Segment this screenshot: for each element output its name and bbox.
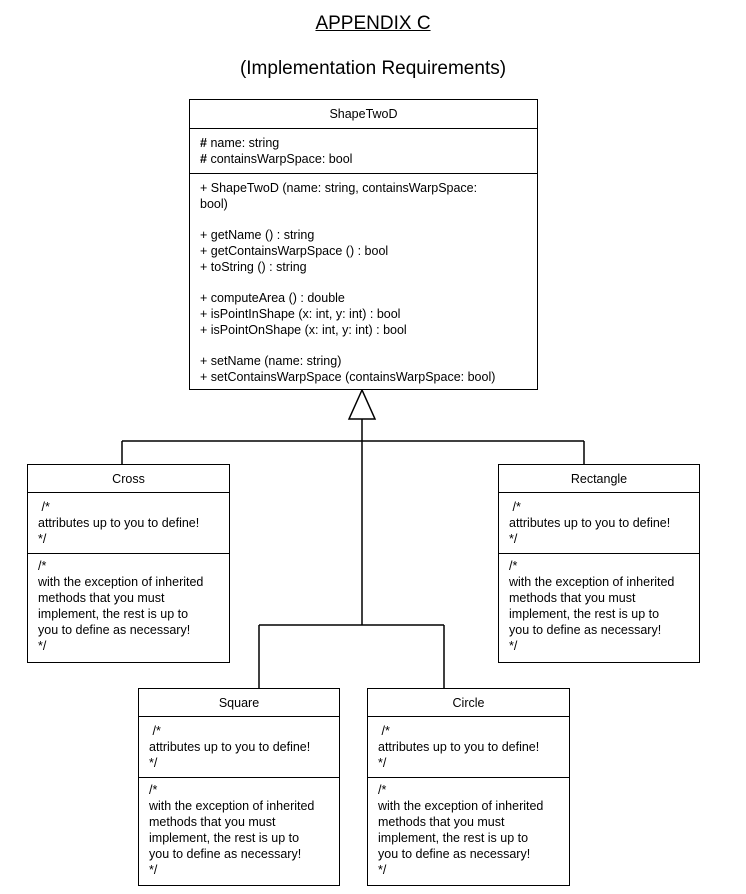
comment-line: implement, the rest is up to: [38, 607, 189, 621]
comment-line: */: [38, 639, 47, 653]
class-rectangle: Rectangle /* attributes up to you to def…: [498, 464, 700, 663]
page-subtitle: (Implementation Requirements): [239, 58, 507, 79]
comment-line: */: [149, 756, 158, 770]
attributes-section: /* attributes up to you to define! */: [139, 717, 339, 778]
comment-line: /*: [149, 783, 158, 797]
page-title: APPENDIX C: [315, 13, 431, 34]
comment-line: with the exception of inherited: [509, 575, 675, 589]
comment-line: /*: [38, 559, 47, 573]
inheritance-arrowhead: [347, 388, 377, 420]
methods-section: /* with the exception of inherited metho…: [499, 554, 699, 654]
methods-section: /* with the exception of inherited metho…: [28, 554, 229, 654]
methods-section: + ShapeTwoD (name: string, containsWarpS…: [190, 174, 537, 385]
method-line: + isPointInShape (x: int, y: int) : bool: [200, 307, 401, 321]
comment-line: attributes up to you to define!: [149, 740, 311, 754]
method-line: + setName (name: string): [200, 354, 342, 368]
class-name: Circle: [368, 689, 569, 717]
comment-line: with the exception of inherited: [149, 799, 315, 813]
comment-line: with the exception of inherited: [378, 799, 544, 813]
comment-line: attributes up to you to define!: [38, 516, 200, 530]
comment-line: /*: [38, 500, 50, 514]
class-name: Rectangle: [499, 465, 699, 493]
method-line: + toString () : string: [200, 260, 307, 274]
comment-line: with the exception of inherited: [38, 575, 204, 589]
attribute-name: # name: string: [200, 136, 280, 150]
comment-line: */: [38, 532, 47, 546]
comment-line: you to define as necessary!: [509, 623, 662, 637]
comment-line: */: [509, 532, 518, 546]
method-line: + getName () : string: [200, 228, 315, 242]
comment-line: methods that you must: [149, 815, 276, 829]
attributes-section: /* attributes up to you to define! */: [28, 493, 229, 554]
methods-section: /* with the exception of inherited metho…: [139, 778, 339, 878]
methods-section: /* with the exception of inherited metho…: [368, 778, 569, 878]
comment-line: /*: [378, 783, 387, 797]
class-circle: Circle /* attributes up to you to define…: [367, 688, 570, 886]
method-line: + setContainsWarpSpace (containsWarpSpac…: [200, 370, 496, 384]
comment-line: you to define as necessary!: [38, 623, 191, 637]
comment-line: attributes up to you to define!: [509, 516, 671, 530]
class-name: Square: [139, 689, 339, 717]
comment-line: */: [378, 756, 387, 770]
class-name: Cross: [28, 465, 229, 493]
comment-line: */: [378, 863, 387, 877]
comment-line: you to define as necessary!: [149, 847, 302, 861]
attributes-section: /* attributes up to you to define! */: [368, 717, 569, 778]
method-line: + ShapeTwoD (name: string, containsWarpS…: [200, 181, 478, 195]
attributes-section: # name: string # containsWarpSpace: bool: [190, 129, 537, 174]
comment-line: /*: [378, 724, 390, 738]
method-line: bool): [200, 197, 228, 211]
method-line: + isPointOnShape (x: int, y: int) : bool: [200, 323, 407, 337]
comment-line: methods that you must: [378, 815, 505, 829]
comment-line: methods that you must: [38, 591, 165, 605]
attributes-section: /* attributes up to you to define! */: [499, 493, 699, 554]
class-square: Square /* attributes up to you to define…: [138, 688, 340, 886]
comment-line: */: [509, 639, 518, 653]
method-line: + getContainsWarpSpace () : bool: [200, 244, 389, 258]
method-line: + computeArea () : double: [200, 291, 345, 305]
comment-line: /*: [149, 724, 161, 738]
comment-line: */: [149, 863, 158, 877]
class-name: ShapeTwoD: [190, 100, 537, 129]
comment-line: you to define as necessary!: [378, 847, 531, 861]
class-shapetwod: ShapeTwoD # name: string # containsWarpS…: [189, 99, 538, 390]
comment-line: methods that you must: [509, 591, 636, 605]
comment-line: attributes up to you to define!: [378, 740, 540, 754]
comment-line: implement, the rest is up to: [509, 607, 660, 621]
comment-line: implement, the rest is up to: [378, 831, 529, 845]
comment-line: implement, the rest is up to: [149, 831, 300, 845]
class-cross: Cross /* attributes up to you to define!…: [27, 464, 230, 663]
comment-line: /*: [509, 500, 521, 514]
comment-line: /*: [509, 559, 518, 573]
attribute-contains-warp-space: # containsWarpSpace: bool: [200, 152, 353, 166]
